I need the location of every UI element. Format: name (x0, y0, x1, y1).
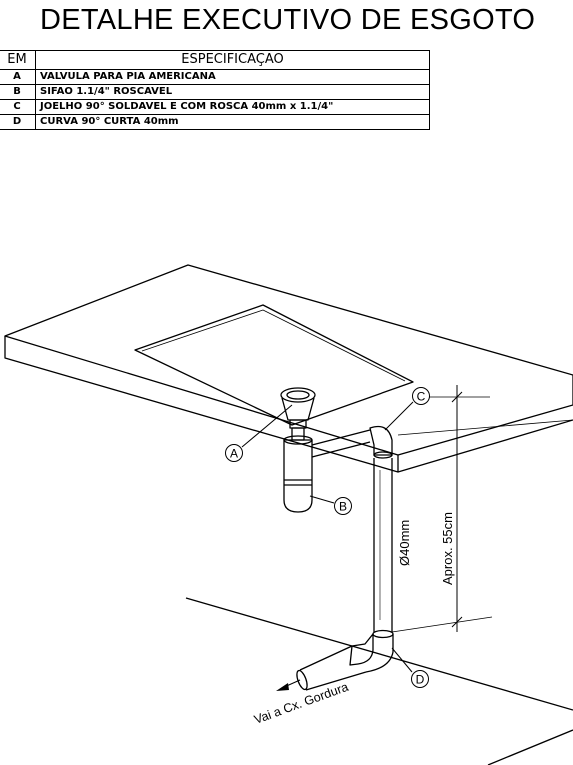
dimension-tick-top (451, 391, 463, 403)
countertop-right-edge (397, 419, 573, 473)
pipe-diameter-label: Ø40mm (397, 520, 412, 566)
floor-line-lower (487, 729, 573, 765)
leader-c (384, 401, 414, 431)
sink-valve-top (280, 387, 316, 403)
curve-d (349, 633, 374, 666)
floor-line (185, 597, 573, 711)
elbow-c (369, 425, 393, 456)
table-header-row: EM ESPECIFICAÇAO (0, 50, 430, 70)
callout-b-circle (334, 497, 352, 515)
sink-basin (134, 304, 414, 426)
siphon-arm-top (311, 429, 371, 446)
callout-b: B (339, 500, 347, 514)
siphon-arm-bottom (311, 441, 371, 458)
callout-d: D (416, 673, 425, 687)
header-item: EM (0, 50, 36, 70)
page-title: DETALHE EXECUTIVO DE ESGOTO (40, 4, 536, 36)
outlet-pipe-bottom (305, 671, 367, 691)
row-desc: CURVA 90° CURTA 40mm (35, 114, 430, 130)
leader-a (241, 404, 293, 448)
leader-d (391, 647, 413, 673)
header-spec: ESPECIFICAÇAO (35, 50, 430, 70)
siphon-body (283, 439, 313, 513)
outlet-arrow-icon (276, 683, 289, 691)
callout-a: A (230, 447, 238, 461)
table-row: A VALVULA PARA PIA AMERICANA (0, 69, 430, 85)
curve-d-socket (372, 629, 394, 639)
wall-line (397, 419, 573, 436)
countertop-front-edge (4, 336, 399, 473)
table-row: B SIFAO 1.1/4" ROSCAVEL (0, 84, 430, 100)
callout-d-circle (411, 670, 429, 688)
dimension-extension-bottom (391, 616, 493, 633)
valve-tail (291, 427, 305, 441)
sink-basin-inner (141, 309, 406, 382)
dimension-tick-bottom (451, 616, 463, 628)
callout-c-circle (412, 387, 430, 405)
leader-b (309, 495, 335, 504)
callout-c: C (417, 390, 426, 404)
siphon-top (283, 435, 313, 445)
sink-valve-inner (286, 390, 310, 400)
height-dimension-label: Aprox. 55cm (440, 512, 455, 585)
table-row: D CURVA 90° CURTA 40mm (0, 114, 430, 130)
outlet-pipe-end (296, 669, 308, 691)
callout-a-circle (225, 444, 243, 462)
specification-table: EM ESPECIFICAÇAO A VALVULA PARA PIA AMER… (0, 50, 430, 130)
curve-d-outer (365, 634, 394, 673)
elbow-c-socket (373, 451, 393, 459)
countertop-top (4, 264, 573, 456)
outlet-pipe-top (299, 645, 353, 671)
